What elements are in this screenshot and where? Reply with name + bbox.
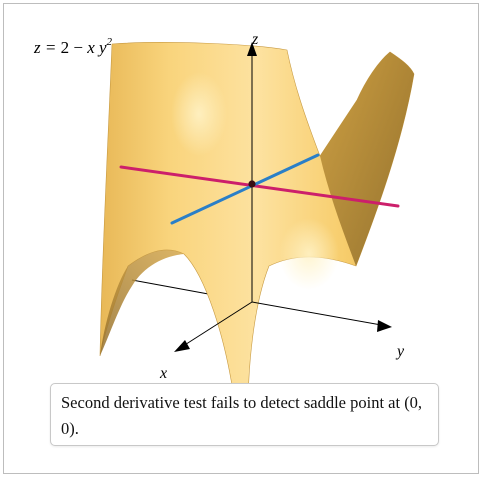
curve-x-zero xyxy=(170,153,320,225)
highlight-upper xyxy=(171,72,227,156)
x-axis-label: x xyxy=(160,365,168,382)
z-axis-arrowhead xyxy=(247,42,257,56)
surface-equation: z = 2 − x y2 xyxy=(34,36,113,57)
plot-frame: z = 2 − x y2 z y x Second derivative tes… xyxy=(3,3,479,474)
critical-point[interactable] xyxy=(248,180,256,188)
x-axis xyxy=(179,301,253,349)
x-axis-arrowhead xyxy=(174,340,190,352)
caption-box: Second derivative test fails to detect s… xyxy=(50,383,439,446)
saddle-surface-plot[interactable] xyxy=(4,4,480,475)
y-axis-label: y xyxy=(397,343,405,360)
surface-left-shade xyxy=(100,249,184,356)
y-axis xyxy=(251,301,388,327)
curve-y-zero xyxy=(119,165,400,208)
highlight-lower xyxy=(279,218,339,290)
y-axis-arrowhead xyxy=(377,320,392,332)
caption-text: Second derivative test fails to detect s… xyxy=(61,393,423,438)
z-axis-label: z xyxy=(252,31,259,48)
surface-right-shade xyxy=(320,52,414,266)
